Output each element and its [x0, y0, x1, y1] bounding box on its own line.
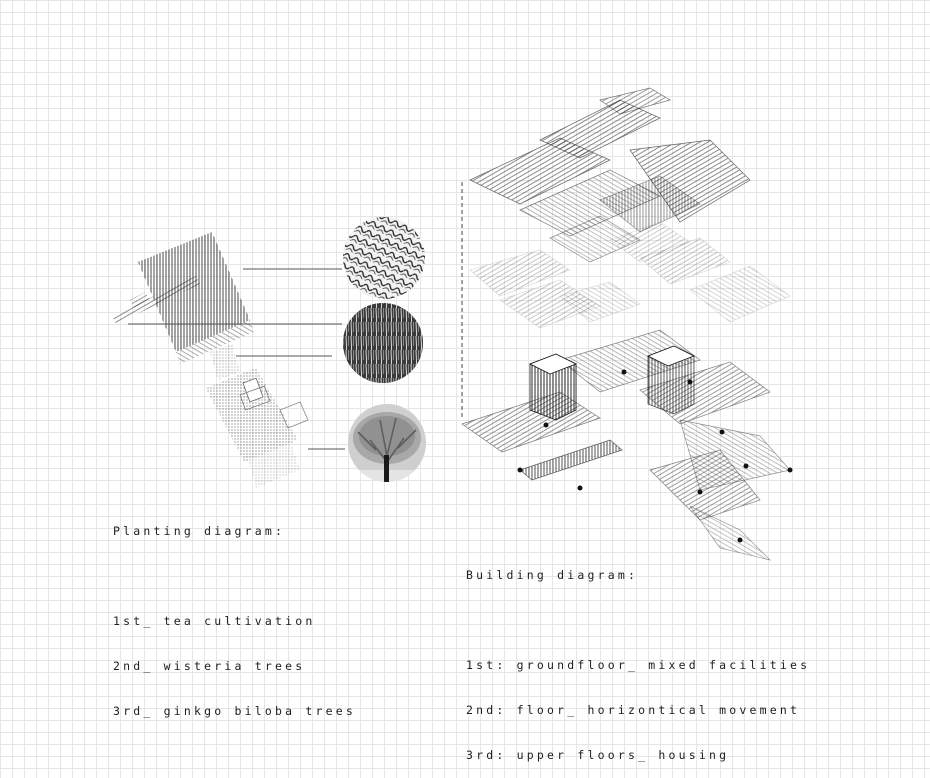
tea-field — [138, 232, 250, 352]
layer-housing — [469, 87, 751, 263]
planting-legend: Planting diagram: 1st_ tea cultivation 2… — [113, 494, 356, 734]
leader-lines — [128, 268, 345, 450]
planting-item-3: 3rd_ ginkgo biloba trees — [113, 704, 356, 718]
tea-texture-circle — [343, 217, 425, 299]
wisteria-field — [206, 368, 298, 462]
building-item-3: 3rd: upper floors_ housing — [466, 748, 730, 762]
planting-title: Planting diagram: — [113, 524, 286, 538]
planting-item-2: 2nd_ wisteria trees — [113, 659, 306, 673]
planting-item-1: 1st_ tea cultivation — [113, 614, 316, 628]
planting-site-plan — [112, 232, 309, 488]
tower-right — [647, 345, 695, 415]
layer-groundfloor — [461, 329, 791, 561]
diagram-canvas — [112, 87, 793, 561]
ginkgo-tree-circle — [348, 404, 426, 482]
building-axonometric — [461, 87, 793, 561]
building-item-1: 1st: groundfloor_ mixed facilities — [466, 658, 811, 672]
tower-left — [529, 353, 577, 421]
building-item-2: 2nd: floor_ horizontical movement — [466, 703, 801, 717]
building-legend: Building diagram: 1st: groundfloor_ mixe… — [466, 538, 810, 778]
wisteria-texture-circle — [343, 303, 423, 383]
layer-movement — [469, 221, 791, 329]
building-title: Building diagram: — [466, 568, 639, 582]
